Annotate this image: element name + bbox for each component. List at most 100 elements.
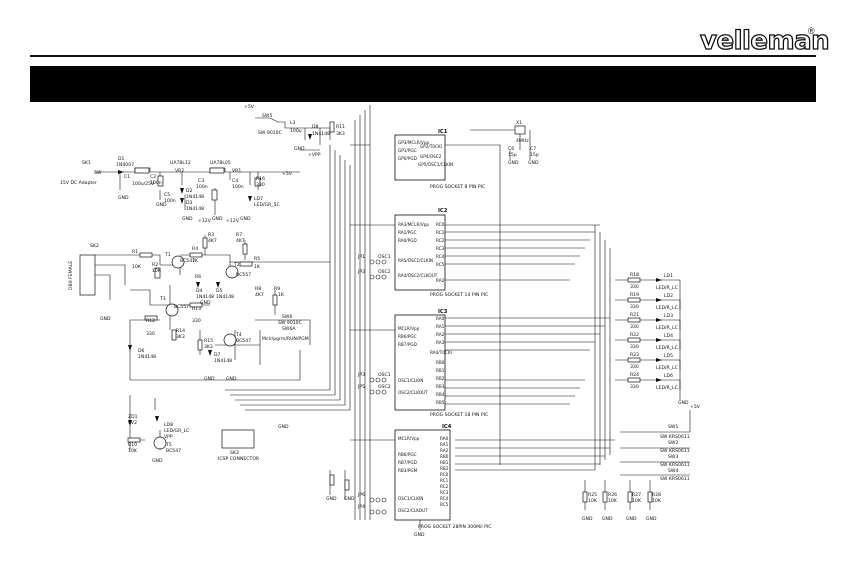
r1-label: R1	[132, 249, 138, 255]
gnd-14: GND	[528, 160, 539, 166]
r15-val: 3K3	[204, 344, 213, 350]
header-rule	[30, 55, 816, 57]
d3-val: 1N4148	[186, 206, 204, 212]
ic2-pin-11: RC5	[436, 262, 445, 267]
r28-label: R28	[652, 492, 661, 498]
ic4-pin-4: RB3/PGM	[398, 468, 418, 473]
ic3-pin-11: RB2	[436, 376, 445, 381]
ic3-pin-14: RB5	[436, 400, 445, 405]
gnd-17: GND	[602, 516, 613, 522]
sw2-type: SW KRS0611	[660, 448, 690, 454]
ic3-pin-5: RA1	[436, 324, 445, 329]
d5-val: 1N4148	[216, 294, 234, 300]
d3-label: D3	[186, 200, 193, 206]
ic1	[394, 134, 446, 181]
ld8-label: LD8	[164, 422, 173, 428]
ic3-pin-16: OSC2/CLKOUT	[398, 390, 428, 395]
x1-label: X1	[516, 120, 522, 126]
jumpers	[369, 259, 387, 515]
osc2b-label: OSC2	[378, 384, 391, 390]
ic1-pin-5: GP4/OSC2	[420, 154, 442, 159]
r18-label: R18	[630, 272, 639, 278]
d2-label: D2	[186, 188, 193, 194]
sw6a-text: Mclr/pgrm/RUN/PGM	[262, 336, 309, 342]
ic2-label: IC2	[438, 208, 448, 214]
r27-label: R27	[632, 492, 641, 498]
vpp-label: VPP	[164, 434, 173, 440]
sw3-label: SW3	[668, 454, 678, 460]
osc1-label: OSC1	[378, 254, 391, 260]
ic3-pin-9: RB0	[436, 360, 445, 365]
ic4-pin-16: RC3	[440, 490, 449, 495]
ic4-pin-1: MCLR/Vpp	[398, 436, 420, 441]
jp3-label: JP3	[357, 372, 365, 378]
d7-val: 1N4148	[214, 358, 232, 364]
r3-val: 4K7	[208, 238, 217, 244]
c3-val: 100n	[196, 184, 208, 190]
ic4-pin-11: RB1	[440, 460, 449, 465]
gnd-18: GND	[626, 516, 637, 522]
gnd-16: GND	[582, 516, 593, 522]
ic1-pin-6: GP5/OSC1/CLKIN	[418, 162, 453, 167]
jp1-label: JP1	[357, 254, 365, 260]
jp4-label: JP4	[357, 504, 365, 510]
ic3-pin-12: RB3	[436, 384, 445, 389]
ic4	[394, 429, 451, 521]
ic2-pin-4: RA5/OSC1/CLKIN	[398, 258, 433, 263]
c2-val: 100n	[150, 180, 162, 186]
gnd-20: GND	[326, 496, 337, 502]
ic4-pin-15: RC2	[440, 484, 449, 489]
ic2-pin-3: RA0/PGD	[398, 238, 417, 243]
dc-adapter: 15V DC Adapter	[60, 180, 97, 186]
r25-label: R25	[588, 492, 597, 498]
t3-label: T3	[159, 296, 166, 302]
r13-val: 330	[192, 318, 201, 324]
r16-val: 330	[256, 182, 265, 188]
gnd-19: GND	[646, 516, 657, 522]
ic4-pin-10: RB0	[440, 454, 449, 459]
gnd-15: GND	[678, 400, 689, 406]
d8-label: D8	[312, 124, 319, 130]
t5-val: BC547	[166, 448, 181, 454]
wires	[95, 105, 691, 530]
ld4-val: LED/R_LC	[656, 345, 678, 351]
ld7-val: LED/GR_5C	[254, 202, 280, 208]
ic4-pin-2: RB6/PGC	[398, 452, 417, 457]
velleman-logo: velleman	[699, 25, 830, 56]
zd1-label: ZD1	[128, 414, 138, 420]
t1-label: T1	[164, 252, 171, 258]
r23-label: R23	[630, 352, 639, 358]
sw1-label: SW1	[668, 424, 678, 430]
vpp-rail: +VPP	[308, 152, 321, 158]
ic2-pin-2: RA1/PGC	[398, 230, 416, 235]
sw3-type: SW KRS0611	[660, 462, 690, 468]
r10-val: 10K	[128, 448, 138, 454]
ld3-val: LED/R_LC	[656, 325, 678, 331]
ic4-pin-7: RA0	[440, 436, 449, 441]
zd1-val: 9V2	[128, 420, 137, 426]
r22-val: 330	[630, 344, 639, 350]
sw-port: SW	[94, 170, 102, 176]
r6-label: R6	[195, 274, 201, 280]
r25-val: 10K	[588, 498, 598, 504]
ic2-caption: PROG SOCKET 14 PIN PIC	[430, 292, 488, 298]
r12-val: 330	[146, 331, 155, 337]
ic2-pin-6: RC0	[436, 222, 445, 227]
ld2-label: LD2	[664, 293, 673, 299]
r9-val: 1K	[278, 292, 285, 298]
ic1-pin-4: GP2/T0CKI	[420, 144, 442, 149]
c5-label: C5	[164, 192, 170, 198]
r21-val: 330	[630, 324, 639, 330]
vr2-label: VR2	[175, 168, 184, 174]
diodes	[118, 134, 662, 426]
ic1-pin-2: GP1/PGC	[398, 148, 417, 153]
d1-val: 1N4007	[116, 162, 134, 168]
r18-val: 330	[630, 284, 639, 290]
d2-val: 1N4148	[186, 194, 204, 200]
t2-label: T2	[233, 262, 240, 268]
title-bar	[30, 66, 816, 102]
components	[79, 121, 653, 503]
d5-label: D5	[216, 288, 223, 294]
r24-label: R24	[630, 372, 639, 378]
ic4-caption: PROG SOCKET 28PIN 300Mil PIC	[418, 524, 491, 530]
